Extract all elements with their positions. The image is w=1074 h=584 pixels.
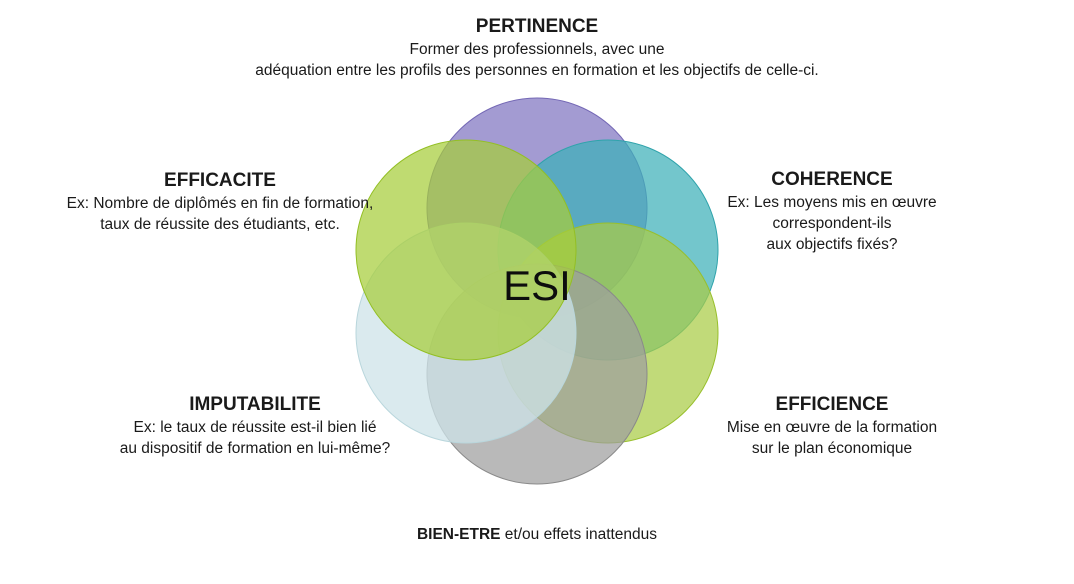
coherence-title: COHERENCE xyxy=(771,169,893,190)
pertinence-block: PERTINENCE Former des professionnels, av… xyxy=(187,15,887,81)
efficience-line-2: sur le plan économique xyxy=(751,440,913,457)
pertinence-title: PERTINENCE xyxy=(475,16,599,37)
circle-layer xyxy=(355,97,719,485)
bien-etre-text: et/ou effets inattendus xyxy=(500,526,658,543)
coherence-block: COHERENCE Ex: Les moyens mis en œuvre co… xyxy=(692,168,972,255)
efficacite-line-2: taux de réussite des étudiants, etc. xyxy=(100,216,340,233)
efficacite-block: EFFICACITE Ex: Nombre de diplômés en fin… xyxy=(42,169,398,235)
efficience-block: EFFICIENCE Mise en œuvre de la formation… xyxy=(692,393,972,459)
center-label-esi: ESI xyxy=(503,262,571,309)
coherence-line-2: correspondent-ils xyxy=(772,215,892,232)
efficacite-line-1: Ex: Nombre de diplômés en fin de formati… xyxy=(66,195,374,212)
circle-efficacite xyxy=(355,139,577,361)
imputabilite-line-1: Ex: le taux de réussite est-il bien lié xyxy=(133,419,377,436)
bien-etre-block: BIEN-ETRE et/ou effets inattendus xyxy=(300,524,774,545)
coherence-line-1: Ex: Les moyens mis en œuvre xyxy=(727,194,937,211)
efficience-line-1: Mise en œuvre de la formation xyxy=(726,419,938,436)
pertinence-line-1: Former des professionnels, avec une xyxy=(409,41,665,58)
pertinence-line-2: adéquation entre les profils des personn… xyxy=(255,62,819,79)
imputabilite-line-2: au dispositif de formation en lui-même? xyxy=(119,440,391,457)
imputabilite-block: IMPUTABILITE Ex: le taux de réussite est… xyxy=(62,393,448,459)
efficacite-title: EFFICACITE xyxy=(164,170,276,191)
bien-etre-title: BIEN-ETRE xyxy=(416,526,501,543)
efficience-title: EFFICIENCE xyxy=(775,394,889,415)
coherence-line-3: aux objectifs fixés? xyxy=(766,236,898,253)
imputabilite-title: IMPUTABILITE xyxy=(189,394,321,415)
